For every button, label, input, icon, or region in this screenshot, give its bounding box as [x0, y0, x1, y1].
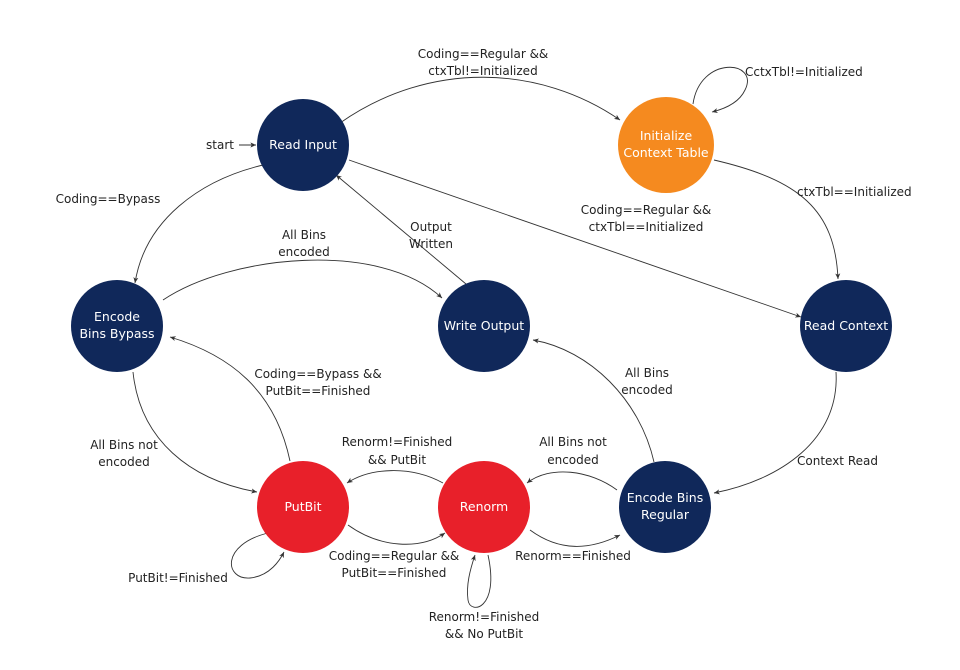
- label-putbit-to-bypass-line1: Coding==Bypass &&: [254, 367, 381, 381]
- label-renorm-to-regular: Renorm==Finished: [515, 549, 631, 563]
- state-encode-bins-regular-label-line1: Encode Bins: [627, 490, 703, 505]
- label-read-input-to-read-context-line1: Coding==Regular &&: [581, 203, 712, 217]
- edge-putbit-self: [230, 532, 285, 579]
- label-putbit-to-renorm-line2: PutBit==Finished: [342, 566, 447, 580]
- edge-write-output-to-read-input: [335, 174, 467, 285]
- state-encode-bins-bypass-label-line1: Encode: [94, 309, 140, 324]
- state-read-context: Read Context: [800, 280, 892, 372]
- label-regular-to-renorm-line2: encoded: [547, 453, 599, 467]
- state-renorm-label: Renorm: [460, 499, 508, 514]
- edges: [132, 66, 841, 608]
- label-read-input-to-read-context-line2: ctxTbl==Initialized: [589, 220, 704, 234]
- label-renorm-to-putbit-line2: && PutBit: [368, 453, 426, 467]
- state-encode-bins-bypass: Encode Bins Bypass: [71, 280, 163, 372]
- state-encode-bins-bypass-label-line2: Bins Bypass: [79, 326, 154, 341]
- state-read-context-label: Read Context: [804, 318, 888, 333]
- label-renorm-self-line2: && No PutBit: [445, 627, 524, 641]
- label-bypass-to-putbit-line2: encoded: [98, 455, 150, 469]
- label-putbit-self: PutBit!=Finished: [128, 571, 228, 585]
- label-init-to-read-context: ctxTbl==Initialized: [797, 185, 912, 199]
- edge-init-to-read-context: [713, 159, 841, 280]
- label-regular-to-write-output-line1: All Bins: [625, 366, 669, 380]
- label-read-input-to-init-line1: Coding==Regular &&: [418, 47, 549, 61]
- states: Read Input Initialize Context Table Read…: [71, 97, 892, 553]
- state-encode-bins-regular: Encode Bins Regular: [619, 461, 711, 553]
- label-regular-to-write-output-line2: encoded: [621, 383, 673, 397]
- label-renorm-self-line1: Renorm!=Finished: [429, 610, 540, 624]
- edge-bypass-to-write-output: [162, 259, 443, 301]
- label-write-output-to-read-input-line1: Output: [410, 220, 452, 234]
- label-regular-to-renorm-line1: All Bins not: [539, 435, 607, 449]
- label-bypass-to-putbit-line1: All Bins not: [90, 438, 158, 452]
- edge-bypass-to-putbit: [132, 371, 258, 494]
- edge-regular-to-renorm: [526, 471, 618, 491]
- label-init-self: CctxTbl!=Initialized: [745, 65, 863, 79]
- label-read-context-to-regular: Context Read: [797, 454, 878, 468]
- edge-renorm-to-putbit: [346, 470, 444, 484]
- label-write-output-to-read-input-line2: Written: [409, 237, 453, 251]
- state-putbit: PutBit: [257, 461, 349, 553]
- edge-init-self: [692, 66, 748, 114]
- state-read-input-label: Read Input: [269, 137, 337, 152]
- label-bypass-to-write-output-line1: All Bins: [282, 228, 326, 242]
- state-putbit-label: PutBit: [284, 499, 321, 514]
- edge-renorm-to-regular: [529, 529, 621, 547]
- state-encode-bins-regular-label-line2: Regular: [641, 507, 690, 522]
- label-putbit-to-bypass-line2: PutBit==Finished: [266, 384, 371, 398]
- state-write-output: Write Output: [438, 280, 530, 372]
- label-putbit-to-renorm-line1: Coding==Regular &&: [329, 549, 460, 563]
- label-renorm-to-putbit-line1: Renorm!=Finished: [342, 435, 453, 449]
- state-initialize-context-table: Initialize Context Table: [618, 97, 714, 193]
- edge-regular-to-write-output: [532, 338, 655, 463]
- edge-putbit-to-renorm: [347, 524, 446, 545]
- state-renorm: Renorm: [438, 461, 530, 553]
- edge-renorm-self: [467, 554, 492, 608]
- label-read-input-to-init-line2: ctxTbl!=Initialized: [428, 64, 537, 78]
- edge-putbit-to-bypass: [169, 336, 291, 462]
- state-write-output-label: Write Output: [444, 318, 524, 333]
- state-initialize-context-table-label-line1: Initialize: [640, 128, 693, 143]
- edge-labels: start Coding==Regular && ctxTbl!=Initial…: [56, 47, 912, 641]
- edge-read-input-to-bypass: [133, 164, 264, 284]
- edge-read-input-to-read-context: [348, 159, 802, 318]
- edge-read-input-to-init: [339, 76, 621, 124]
- label-bypass-to-write-output-line2: encoded: [278, 245, 330, 259]
- start-label: start: [206, 138, 234, 152]
- label-read-input-to-bypass: Coding==Bypass: [56, 192, 161, 206]
- edge-read-context-to-regular: [713, 371, 837, 495]
- state-read-input: Read Input: [257, 99, 349, 191]
- state-initialize-context-table-label-line2: Context Table: [623, 145, 709, 160]
